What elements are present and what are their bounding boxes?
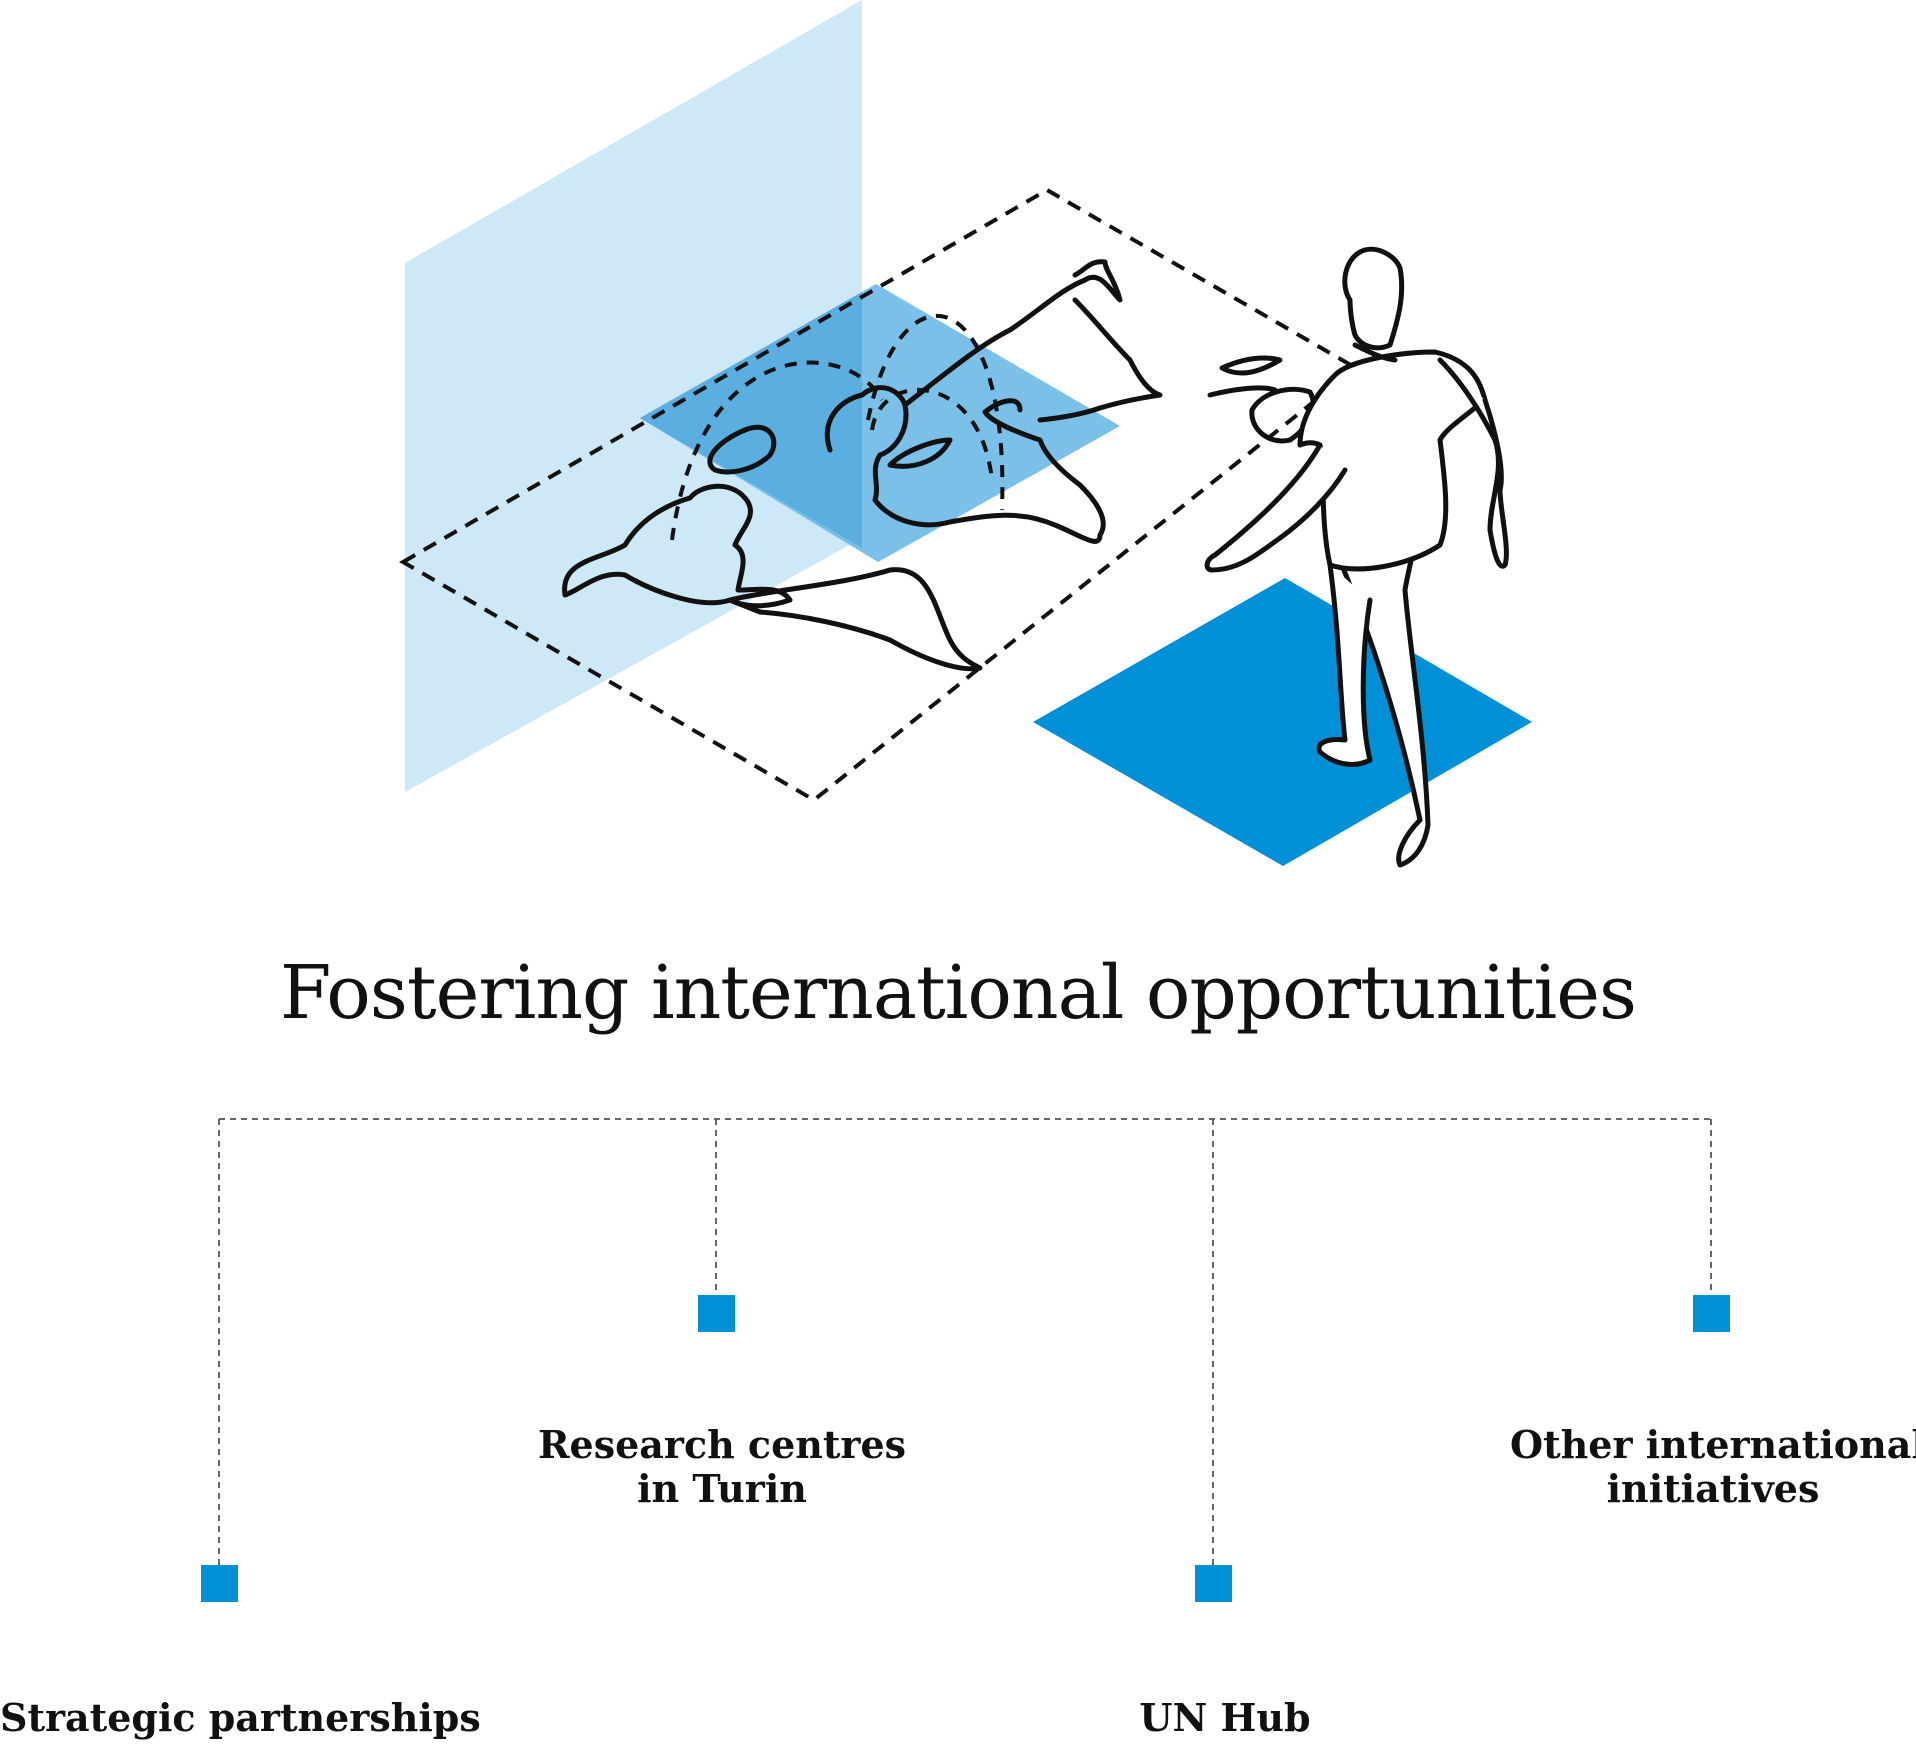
page-title: Fostering international opportunities — [280, 950, 1637, 1036]
node-marker-research — [698, 1295, 735, 1332]
node-marker-unhub — [1195, 1565, 1232, 1602]
blue-floor-tile — [1033, 578, 1532, 866]
overlap-tile — [640, 292, 862, 548]
dashed-arc — [870, 387, 994, 481]
node-marker-strategic — [201, 1565, 238, 1602]
continent-outlines — [562, 259, 1316, 672]
dashed-connectors — [218, 1118, 1712, 1565]
world-map-illustration — [399, 0, 1532, 868]
person-figure — [1204, 246, 1509, 868]
dashed-arc — [866, 313, 1005, 511]
node-marker-other — [1693, 1295, 1730, 1332]
node-label-strategic: Strategic partnerships — [0, 1695, 481, 1740]
dashed-arc — [670, 360, 884, 541]
node-label-research: Research centres in Turin — [537, 1422, 907, 1511]
map-dashed-outline — [399, 187, 1360, 803]
node-label-other: Other international initiatives — [1510, 1422, 1916, 1511]
connector-tree — [201, 1118, 1730, 1602]
node-label-unhub: UN Hub — [1139, 1695, 1311, 1740]
